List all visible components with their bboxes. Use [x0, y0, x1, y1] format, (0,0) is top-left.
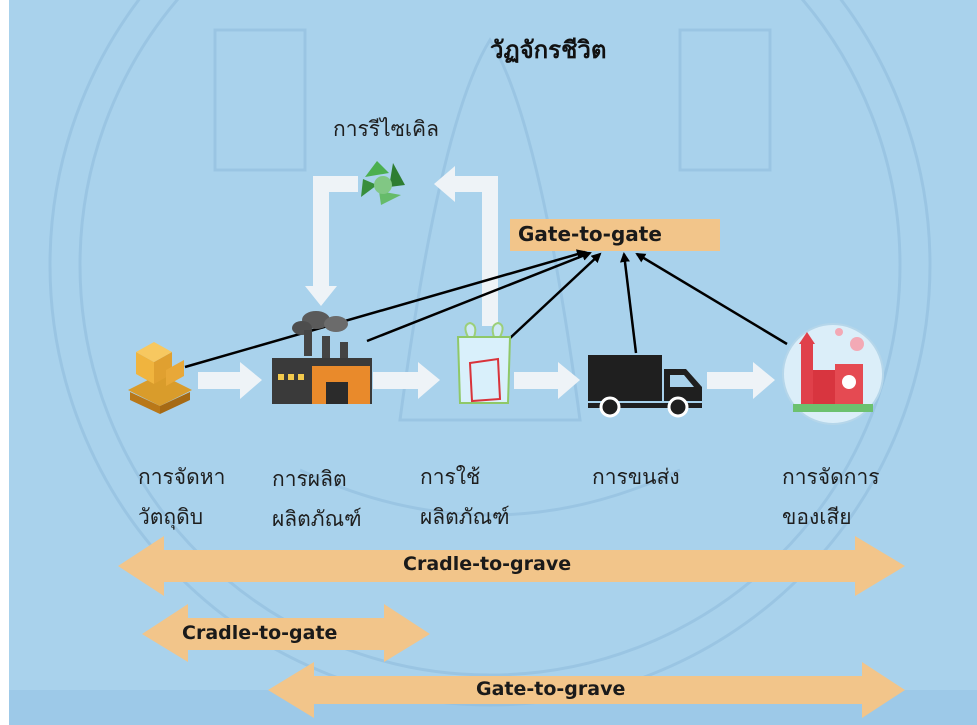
connector-waste — [635, 252, 788, 346]
gate-to-grave-label: Gate-to-grave — [476, 678, 626, 700]
connector-arrows — [184, 249, 788, 369]
flow-arrow-4 — [707, 362, 775, 399]
raw-material-boxes-icon — [128, 342, 192, 414]
recycle-loop-arrows — [305, 166, 498, 326]
plastic-bag-icon — [456, 321, 512, 404]
stage-2-label-line1: การผลิต — [272, 467, 347, 491]
delivery-truck-icon — [588, 355, 702, 418]
factory-icon — [272, 311, 372, 404]
stage-3-label-line2: ผลิตภัณฑ์ — [420, 505, 510, 529]
cradle-to-gate-label: Cradle-to-gate — [182, 622, 338, 644]
flow-arrows — [198, 362, 775, 399]
gate-to-grave-arrow — [268, 662, 905, 718]
stage-4-label-line1: การขนส่ง — [592, 465, 680, 489]
waste-plant-icon — [782, 323, 884, 425]
cradle-to-grave-arrow — [118, 536, 905, 596]
flow-arrow-3 — [514, 362, 580, 399]
flow-arrow-1 — [198, 362, 262, 399]
stage-5-label-line2: ของเสีย — [782, 505, 852, 529]
stage-1-label-line1: การจัดหา — [138, 465, 226, 489]
recycle-label: การรีไซเคิล — [333, 117, 439, 141]
cradle-to-grave-label: Cradle-to-grave — [403, 553, 572, 575]
gate-to-gate-box — [510, 219, 720, 251]
diagram-title: วัฏจักรชีวิต — [490, 36, 607, 64]
connector-transport — [619, 252, 638, 354]
stage-1-label-line2: วัตถุดิบ — [138, 505, 204, 529]
stage-2-label-line2: ผลิตภัณฑ์ — [272, 507, 362, 531]
flow-arrow-2 — [373, 362, 440, 399]
connector-raw-material — [184, 249, 587, 369]
stage-5-label-line1: การจัดการ — [782, 465, 880, 489]
gate-to-gate-label: Gate-to-gate — [518, 222, 662, 246]
stage-3-label-line1: การใช้ — [420, 465, 481, 489]
connector-use — [508, 252, 602, 340]
connector-manufacturing — [366, 251, 592, 343]
recycle-icon — [361, 161, 405, 205]
cradle-to-gate-arrow — [142, 604, 430, 662]
